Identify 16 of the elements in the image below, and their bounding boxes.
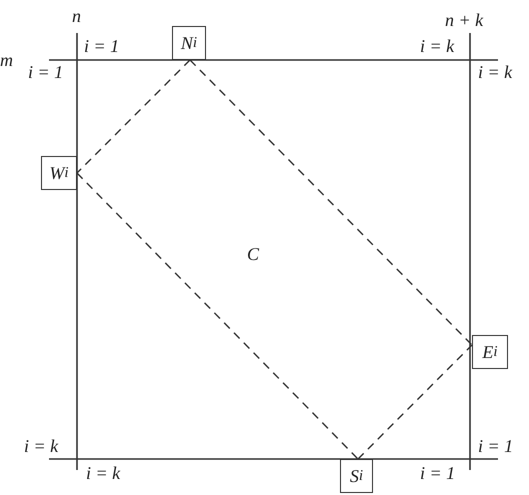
dashed-line: [190, 60, 472, 346]
region-label: C: [247, 244, 260, 264]
dashed-line: [76, 60, 190, 174]
dashed-line: [76, 172, 358, 460]
index-label: i = 1: [420, 463, 456, 483]
index-label: i = k: [478, 62, 512, 82]
axis-label: m: [0, 50, 13, 70]
index-label: i = k: [420, 36, 454, 56]
index-label: i = 1: [84, 36, 120, 56]
index-label: i = 1: [28, 62, 64, 82]
index-label: i = k: [24, 436, 58, 456]
index-label: i = 1: [478, 436, 514, 456]
axis-label: n + k: [445, 10, 484, 30]
index-label: i = k: [86, 463, 120, 483]
axis-label: n: [72, 6, 81, 26]
dashed-line: [358, 344, 472, 460]
